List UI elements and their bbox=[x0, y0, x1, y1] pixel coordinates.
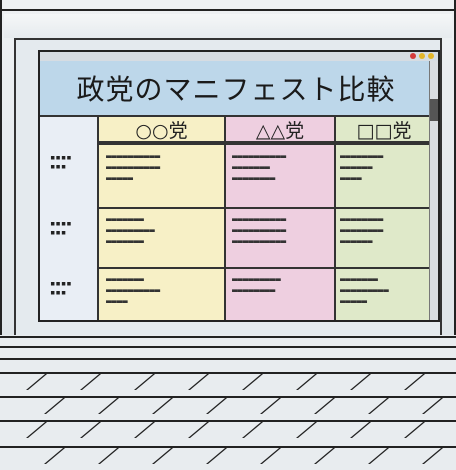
key[interactable] bbox=[206, 448, 228, 464]
maximize-dot-icon[interactable] bbox=[428, 53, 434, 59]
key[interactable] bbox=[152, 398, 174, 414]
key[interactable] bbox=[188, 374, 210, 390]
party-column-2 bbox=[226, 143, 334, 320]
key[interactable] bbox=[26, 374, 48, 390]
key[interactable] bbox=[260, 448, 282, 464]
keyboard-row bbox=[0, 398, 456, 414]
key[interactable] bbox=[188, 422, 210, 438]
key[interactable] bbox=[368, 448, 390, 464]
scrollbar[interactable] bbox=[429, 61, 438, 320]
row-header-column bbox=[40, 117, 99, 320]
placeholder-text-block: ▬▬▬▬▬▬▬ ▬▬▬▬▬▬▬▬▬▬ ▬▬▬▬ bbox=[106, 275, 161, 307]
key[interactable] bbox=[80, 374, 102, 390]
key[interactable] bbox=[44, 398, 66, 414]
lid-edge bbox=[0, 9, 456, 11]
party-header-1: ○○党 bbox=[99, 117, 224, 143]
scrollbar-thumb[interactable] bbox=[430, 99, 438, 121]
column-divider bbox=[224, 117, 226, 320]
row-divider bbox=[97, 207, 432, 209]
placeholder-text-block: ▬▬▬▬▬▬▬▬▬ ▬▬▬▬▬▬▬▬ bbox=[232, 275, 281, 296]
keyboard-row bbox=[0, 448, 456, 464]
key[interactable] bbox=[314, 448, 336, 464]
key[interactable] bbox=[242, 374, 264, 390]
base-edge bbox=[0, 346, 456, 348]
key[interactable] bbox=[260, 398, 282, 414]
key[interactable] bbox=[404, 422, 426, 438]
key[interactable] bbox=[350, 422, 372, 438]
key[interactable] bbox=[242, 422, 264, 438]
placeholder-text-block: ▬▬▬▬▬▬▬ ▬▬▬▬▬▬▬▬▬ ▬▬▬▬▬▬▬ bbox=[106, 215, 155, 247]
row-divider bbox=[97, 143, 432, 145]
key[interactable] bbox=[206, 398, 228, 414]
placeholder-text-block: ▬▬▬▬▬▬▬▬▬▬ ▬▬▬▬▬▬▬▬▬▬ ▬▬▬▬▬▬▬▬▬▬ bbox=[232, 215, 287, 247]
hinge-line bbox=[0, 336, 456, 338]
key[interactable] bbox=[80, 422, 102, 438]
keyboard-row-line bbox=[0, 446, 456, 448]
row-divider bbox=[97, 267, 432, 269]
party-header-3: □□党 bbox=[336, 117, 432, 143]
minimize-dot-icon[interactable] bbox=[419, 53, 425, 59]
key[interactable] bbox=[134, 374, 156, 390]
slide-title-box: 政党のマニフェスト比較 bbox=[40, 61, 432, 117]
key[interactable] bbox=[296, 374, 318, 390]
key[interactable] bbox=[98, 448, 120, 464]
laptop-screen: 政党のマニフェスト比較 ○○党 △△党 □□党 ▪▪▪▪ ▪▪▪ ▪▪▪▪ ▪▪… bbox=[38, 50, 440, 322]
keyboard-row bbox=[0, 374, 456, 390]
placeholder-text-block: ▬▬▬▬▬▬▬▬ ▬▬▬▬▬▬▬▬ ▬▬▬▬▬▬ bbox=[340, 215, 384, 247]
party-column-1 bbox=[99, 143, 224, 320]
row-label-1: ▪▪▪▪ ▪▪▪ bbox=[50, 153, 72, 172]
key[interactable] bbox=[350, 374, 372, 390]
key[interactable] bbox=[296, 422, 318, 438]
key[interactable] bbox=[422, 448, 444, 464]
keyboard-row-line bbox=[0, 420, 456, 422]
placeholder-text-block: ▬▬▬▬▬▬▬ ▬▬▬▬▬▬▬▬▬ ▬▬▬▬▬ bbox=[340, 275, 389, 307]
lid-highlight bbox=[4, 14, 452, 38]
keyboard-row-line bbox=[0, 396, 456, 398]
key[interactable] bbox=[134, 422, 156, 438]
slide-title: 政党のマニフェスト比較 bbox=[76, 73, 396, 106]
placeholder-text-block: ▬▬▬▬▬▬▬▬▬▬ ▬▬▬▬▬▬▬ ▬▬▬▬▬▬▬▬ bbox=[232, 152, 287, 184]
key[interactable] bbox=[98, 398, 120, 414]
key[interactable] bbox=[44, 448, 66, 464]
close-dot-icon[interactable] bbox=[410, 53, 416, 59]
key[interactable] bbox=[26, 422, 48, 438]
party-header-2: △△党 bbox=[226, 117, 334, 143]
row-label-3: ▪▪▪▪ ▪▪▪ bbox=[50, 279, 72, 298]
keyboard-top-edge bbox=[0, 358, 456, 360]
column-divider bbox=[334, 117, 336, 320]
keyboard-row-line bbox=[0, 372, 456, 374]
key[interactable] bbox=[152, 448, 174, 464]
key[interactable] bbox=[314, 398, 336, 414]
party-column-3 bbox=[336, 143, 432, 320]
keyboard-row bbox=[0, 422, 456, 438]
key[interactable] bbox=[368, 398, 390, 414]
key[interactable] bbox=[422, 398, 444, 414]
key[interactable] bbox=[404, 374, 426, 390]
placeholder-text-block: ▬▬▬▬▬▬▬▬ ▬▬▬▬▬▬ ▬▬▬▬ bbox=[340, 152, 384, 184]
row-label-2: ▪▪▪▪ ▪▪▪ bbox=[50, 219, 72, 238]
placeholder-text-block: ▬▬▬▬▬▬▬▬▬▬ ▬▬▬▬▬▬▬▬▬▬ ▬▬▬▬▬ bbox=[106, 152, 161, 184]
